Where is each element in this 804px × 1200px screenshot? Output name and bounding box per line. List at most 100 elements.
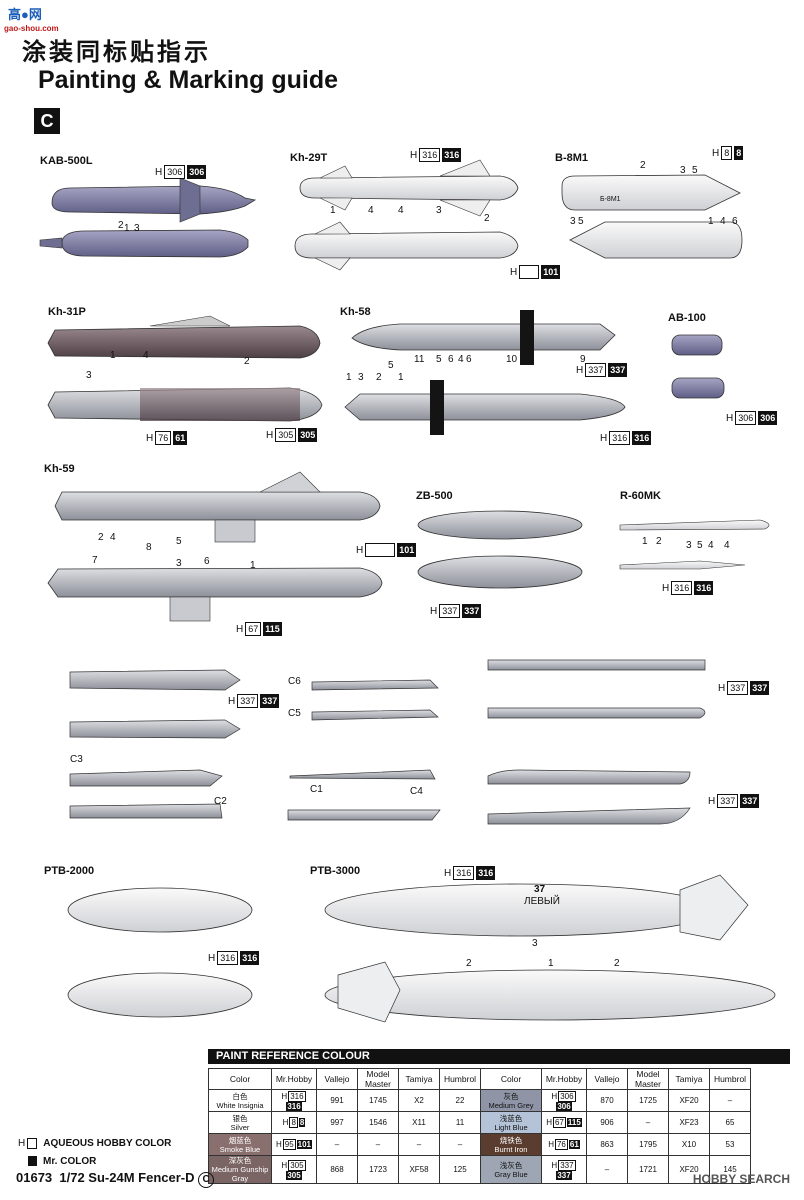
aqueous-code: 316: [288, 1090, 306, 1102]
color-name-en: Burnt Iron: [494, 1144, 528, 1154]
site-url: gao-shou.com: [4, 24, 59, 33]
aqueous-code: 67: [552, 1117, 566, 1128]
modelmaster-code: 1795: [627, 1133, 669, 1156]
callout-4: 4: [708, 540, 714, 551]
callout-3: 3: [686, 540, 692, 551]
aqueous-code: 305: [288, 1159, 306, 1171]
callout-1: 1: [346, 372, 352, 383]
code-mr: 61: [173, 431, 188, 445]
modelmaster-code: 1725: [627, 1089, 669, 1112]
color-name-cn: 浅蓝色: [499, 1113, 523, 1123]
code-aqueous-blank: [519, 265, 540, 279]
title-chinese: 涂装同标贴指示: [22, 38, 211, 66]
code-aqueous: 337: [237, 694, 259, 708]
callout-5: 5: [578, 216, 584, 227]
code-aqueous: 76: [155, 431, 172, 445]
code-aqueous: 337: [727, 681, 749, 695]
callout-2: 2: [484, 213, 490, 224]
code-prefix: H: [510, 266, 518, 278]
color-name-en: Smoke Blue: [219, 1144, 261, 1154]
col-color: Color: [480, 1068, 542, 1090]
mr-code: 8: [298, 1118, 306, 1127]
modelmaster-code: 1721: [627, 1155, 669, 1184]
code-prefix: H: [410, 149, 418, 161]
color-name-cn: 银色: [232, 1113, 248, 1123]
b8m1-top: [561, 174, 741, 211]
code-aqueous: 316: [671, 581, 693, 595]
mr-code: 337: [556, 1170, 572, 1180]
zb500-top: [417, 510, 583, 540]
b8m1-bottom: [569, 221, 743, 259]
label-kab500: KAB-500L: [40, 155, 93, 167]
code-prefix: H: [266, 429, 274, 441]
code-prefix: H: [708, 795, 716, 807]
code-aqueous: 316: [609, 431, 631, 445]
vallejo-code: 870: [586, 1089, 628, 1112]
legend-mr-text: Mr. COLOR: [43, 1156, 97, 1167]
col-modelmaster: Model Master: [357, 1068, 399, 1090]
humbrol-code: –: [439, 1133, 481, 1156]
code-mr: 337: [740, 794, 760, 808]
callout-3: 3: [680, 165, 686, 176]
color-name-en: White Insignia: [216, 1100, 264, 1110]
code-prefix: H: [356, 544, 364, 556]
mr-code: 316: [286, 1101, 302, 1111]
callout-11: 11: [414, 354, 425, 365]
callout-2: 2: [640, 160, 646, 171]
callout-6: 6: [204, 556, 210, 567]
mr-code: 101: [296, 1140, 313, 1149]
code-aqueous: 67: [245, 622, 262, 636]
color-swatch: 银色 Silver: [208, 1111, 272, 1134]
color-swatch: 灰色 Medium Grey: [480, 1089, 542, 1112]
code-aqueous: 305: [275, 428, 297, 442]
callout-4: 4: [368, 205, 374, 216]
callout-9: 9: [580, 354, 586, 365]
callout-2: 2: [614, 958, 620, 969]
code-mr: 316: [240, 951, 260, 965]
label-kh58: Kh-58: [340, 306, 371, 318]
code-mr: 337: [608, 363, 628, 377]
callout-1: 1: [708, 216, 714, 227]
color-name-cn: 深灰色: [228, 1156, 252, 1165]
kab500-top: [51, 177, 257, 223]
tamiya-code: X2: [398, 1089, 440, 1112]
vallejo-code: 997: [316, 1111, 358, 1134]
scheme-badge: C: [34, 108, 60, 134]
modelmaster-code: –: [357, 1133, 399, 1156]
col-mrhobby: Mr.Hobby: [541, 1068, 587, 1090]
color-name-cn: 烧铁色: [499, 1135, 523, 1145]
aqueous-code: 306: [558, 1090, 576, 1102]
callout-2: 2: [118, 220, 124, 231]
code-aqueous: 316: [453, 866, 475, 880]
callout-6: 6: [732, 216, 738, 227]
code-aqueous: 337: [439, 604, 461, 618]
col-humbrol: Humbrol: [439, 1068, 481, 1090]
code-prefix: H: [726, 412, 734, 424]
vallejo-code: 906: [586, 1111, 628, 1134]
ab100-bottom: [671, 377, 725, 399]
code-prefix: H: [444, 867, 452, 879]
callout-10: 10: [506, 354, 518, 365]
col-tamiya: Tamiya: [668, 1068, 710, 1090]
mr-code: 61: [568, 1140, 580, 1149]
label-c5: C5: [288, 708, 301, 719]
col-vallejo: Vallejo: [586, 1068, 628, 1090]
code-mr: 306: [758, 411, 778, 425]
vallejo-code: 863: [586, 1133, 628, 1156]
kh29-bottom: [294, 221, 519, 271]
col-modelmaster: Model Master: [627, 1068, 669, 1090]
code-prefix: H: [600, 432, 608, 444]
watermark: HOBBY SEARCH: [692, 1172, 790, 1186]
callout-4: 4: [110, 532, 116, 543]
label-c4: C4: [410, 786, 423, 797]
col-vallejo: Vallejo: [316, 1068, 358, 1090]
kh29-top: [299, 159, 519, 217]
kab500-bottom: [39, 229, 249, 258]
